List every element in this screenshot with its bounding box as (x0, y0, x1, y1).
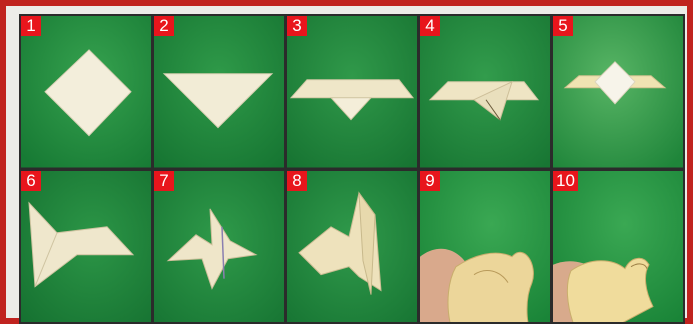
step-4-photo: 4 (420, 16, 550, 168)
paper-diamond-wings-icon (553, 16, 683, 168)
paper-bird-upright-icon (287, 171, 417, 323)
step-3-photo: 3 (287, 16, 417, 168)
step-number-badge: 9 (420, 171, 440, 191)
paper-arrow-shape-icon (21, 171, 151, 323)
step-number-badge: 8 (287, 171, 307, 191)
step-number-badge: 10 (553, 171, 578, 191)
step-number-badge: 6 (21, 171, 41, 191)
paper-finished-bird-icon (553, 171, 683, 323)
step-grid: 1 2 (19, 14, 685, 324)
step-number-badge: 2 (154, 16, 174, 36)
step-2-photo: 2 (154, 16, 284, 168)
step-number-badge: 5 (553, 16, 573, 36)
step-number-badge: 7 (154, 171, 174, 191)
paper-triangle-icon (154, 16, 284, 168)
paper-bird-body-icon (154, 171, 284, 323)
step-number-badge: 3 (287, 16, 307, 36)
step-7-photo: 7 (154, 171, 284, 323)
step-number-badge: 4 (420, 16, 440, 36)
step-9-photo: 9 (420, 171, 550, 323)
step-5-photo: 5 (553, 16, 683, 168)
paper-folded-band-icon (287, 16, 417, 168)
step-8-photo: 8 (287, 171, 417, 323)
step-6-photo: 6 (21, 171, 151, 323)
step-number-badge: 1 (21, 16, 41, 36)
hand-shaping-paper-icon (420, 171, 550, 323)
paper-folded-wings-icon (420, 16, 550, 168)
paper-diamond-icon (21, 16, 151, 168)
step-1-photo: 1 (21, 16, 151, 168)
step-10-photo: 10 (553, 171, 683, 323)
